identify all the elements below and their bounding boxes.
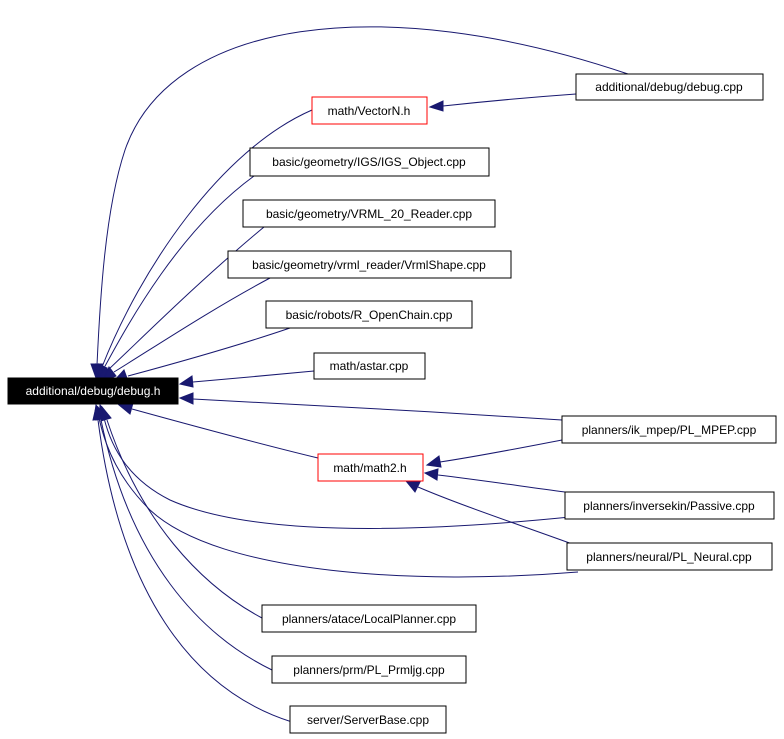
node-igs-object-cpp[interactable]: basic/geometry/IGS/IGS_Object.cpp bbox=[249, 147, 490, 177]
node-math-astar-cpp[interactable]: math/astar.cpp bbox=[313, 352, 426, 380]
node-label: planners/inversekin/Passive.cpp bbox=[583, 499, 755, 513]
node-local-planner-cpp[interactable]: planners/atace/LocalPlanner.cpp bbox=[261, 604, 477, 633]
edge-local-planner-to-root bbox=[100, 405, 263, 619]
node-server-base-cpp[interactable]: server/ServerBase.cpp bbox=[289, 705, 447, 734]
edge-math2-to-root bbox=[117, 402, 319, 459]
edge-passive-to-math2 bbox=[423, 468, 566, 493]
node-additional-debug-debug-h[interactable]: additional/debug/debug.h bbox=[7, 377, 179, 405]
node-math-vectorn-h[interactable]: math/VectorN.h bbox=[311, 96, 428, 125]
node-label: basic/robots/R_OpenChain.cpp bbox=[286, 308, 453, 322]
node-label: additional/debug/debug.cpp bbox=[595, 80, 743, 94]
node-label: planners/neural/PL_Neural.cpp bbox=[586, 550, 752, 564]
edge-vrml-reader-to-root bbox=[99, 226, 265, 382]
node-label: math/astar.cpp bbox=[330, 359, 409, 373]
edge-pl-neural-to-math2 bbox=[404, 480, 576, 546]
node-math-math2-h[interactable]: math/math2.h bbox=[317, 453, 424, 482]
node-label: math/math2.h bbox=[333, 461, 406, 475]
edge-open-chain-to-root bbox=[112, 327, 291, 382]
node-pl-prmljg-cpp[interactable]: planners/prm/PL_Prmljg.cpp bbox=[271, 655, 467, 684]
node-additional-debug-debug-cpp[interactable]: additional/debug/debug.cpp bbox=[575, 73, 764, 101]
edge-debug-cpp-to-vectorn bbox=[428, 93, 577, 112]
node-label: basic/geometry/IGS/IGS_Object.cpp bbox=[272, 155, 466, 169]
node-label: basic/geometry/vrml_reader/VrmlShape.cpp bbox=[252, 258, 486, 272]
edge-astar-to-root bbox=[178, 370, 315, 388]
edge-server-base-to-root bbox=[92, 405, 293, 723]
node-label: math/VectorN.h bbox=[328, 104, 411, 118]
node-label: planners/prm/PL_Prmljg.cpp bbox=[293, 663, 445, 677]
edge-pl-neural-to-root bbox=[93, 403, 579, 578]
edge-pl-mpep-to-root bbox=[178, 392, 563, 421]
node-label: planners/atace/LocalPlanner.cpp bbox=[282, 612, 456, 626]
node-pl-neural-cpp[interactable]: planners/neural/PL_Neural.cpp bbox=[566, 542, 773, 571]
node-pl-mpep-cpp[interactable]: planners/ik_mpep/PL_MPEP.cpp bbox=[561, 415, 777, 444]
node-label: server/ServerBase.cpp bbox=[307, 713, 429, 727]
node-vrml-shape-cpp[interactable]: basic/geometry/vrml_reader/VrmlShape.cpp bbox=[227, 250, 512, 279]
node-label: additional/debug/debug.h bbox=[26, 384, 161, 398]
edge-pl-prmljg-to-root bbox=[95, 405, 273, 671]
node-r-openchain-cpp[interactable]: basic/robots/R_OpenChain.cpp bbox=[265, 300, 473, 329]
edge-pl-mpep-to-math2 bbox=[425, 439, 563, 468]
edge-vrml-shape-to-root bbox=[102, 277, 271, 382]
node-label: basic/geometry/VRML_20_Reader.cpp bbox=[266, 207, 472, 221]
node-passive-cpp[interactable]: planners/inversekin/Passive.cpp bbox=[564, 491, 775, 520]
node-vrml-20-reader-cpp[interactable]: basic/geometry/VRML_20_Reader.cpp bbox=[242, 199, 496, 228]
node-label: planners/ik_mpep/PL_MPEP.cpp bbox=[582, 423, 757, 437]
